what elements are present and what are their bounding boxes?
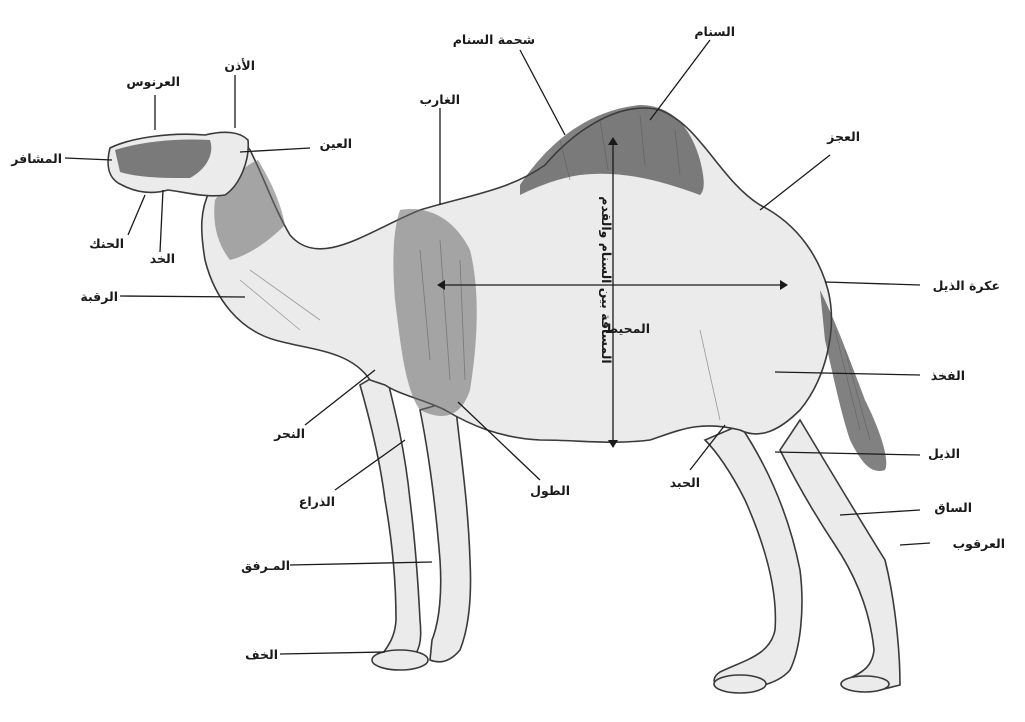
leader-hump-fat: [520, 50, 565, 135]
fore-leg-rear: [420, 400, 471, 662]
label-knee: المـرفق: [241, 558, 290, 573]
leader-back: [760, 155, 830, 210]
label-flank: الحبد: [670, 475, 700, 490]
label-shank: الساق: [934, 500, 972, 515]
hind-foot-rear: [841, 676, 889, 692]
label-height: المسافة بين السنام والقدم: [598, 196, 614, 363]
label-forearm: الذراع: [299, 494, 335, 509]
label-cheek: الخد: [150, 251, 175, 266]
leader-tail-root: [825, 282, 920, 285]
front-foot: [372, 650, 428, 670]
label-brisket: الطول: [530, 483, 570, 498]
label-lip: المشافر: [10, 151, 62, 166]
fore-leg-front: [360, 370, 421, 667]
label-back: العجز: [826, 129, 860, 144]
leader-cheek: [160, 190, 163, 252]
label-neck: الرقبة: [80, 289, 118, 304]
label-hump: السنام: [694, 24, 735, 40]
leader-jaw: [128, 195, 145, 235]
camel-body: [202, 108, 832, 442]
label-ear: الأذن: [224, 58, 255, 73]
label-thigh: الفخذ: [931, 368, 965, 383]
leader-foot: [280, 652, 385, 654]
leader-hock: [900, 543, 930, 545]
label-eye: العين: [320, 136, 352, 151]
label-length: المحيط: [605, 321, 650, 336]
label-chest: النحر: [273, 426, 305, 441]
hind-foot: [714, 675, 766, 693]
label-hump-fat: شحمة السنام: [453, 32, 535, 48]
label-nose: العرنوس: [126, 74, 180, 89]
label-tail-root: عكرة الذيل: [933, 278, 1000, 293]
label-tail: الذيل: [928, 446, 960, 461]
label-withers: الغارب: [420, 92, 461, 107]
height-arrow-bottom: [608, 440, 618, 448]
label-hock: العرقوب: [953, 536, 1005, 551]
leader-hump: [650, 40, 710, 120]
label-foot: الخف: [245, 647, 278, 662]
label-jaw: الحنك: [89, 236, 124, 251]
leader-lip: [65, 158, 112, 160]
